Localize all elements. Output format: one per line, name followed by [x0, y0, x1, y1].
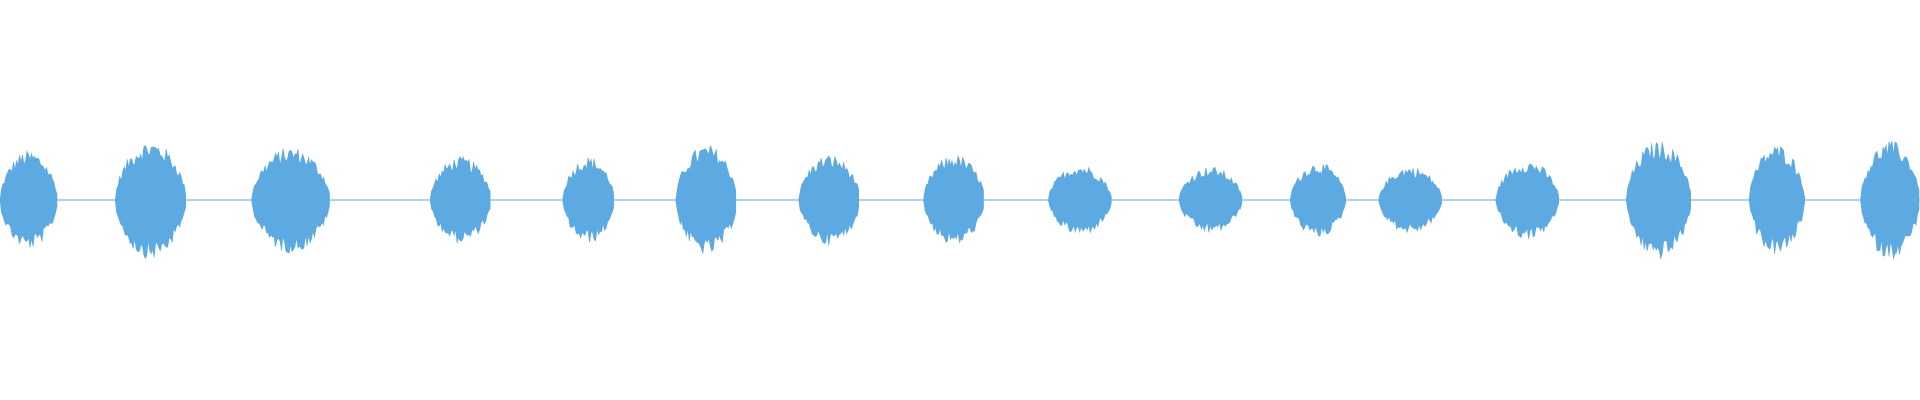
waveform-burst-6	[675, 144, 737, 254]
waveform-burst-4	[429, 155, 491, 243]
waveform-burst-15	[1748, 146, 1805, 254]
waveform-burst-3	[251, 148, 330, 254]
waveform-burst-1	[0, 150, 58, 248]
waveform-bursts	[0, 140, 1920, 260]
waveform-burst-2	[114, 144, 186, 260]
waveform-burst-11	[1289, 164, 1346, 237]
waveform-burst-14	[1625, 141, 1691, 260]
waveform-burst-5	[562, 157, 614, 243]
waveform-burst-16	[1860, 140, 1920, 259]
waveform-burst-13	[1495, 163, 1559, 240]
waveform-burst-10	[1178, 166, 1243, 233]
waveform-burst-7	[798, 155, 859, 246]
waveform-burst-8	[923, 154, 984, 244]
waveform-burst-12	[1378, 168, 1442, 234]
waveform-burst-9	[1047, 166, 1112, 234]
